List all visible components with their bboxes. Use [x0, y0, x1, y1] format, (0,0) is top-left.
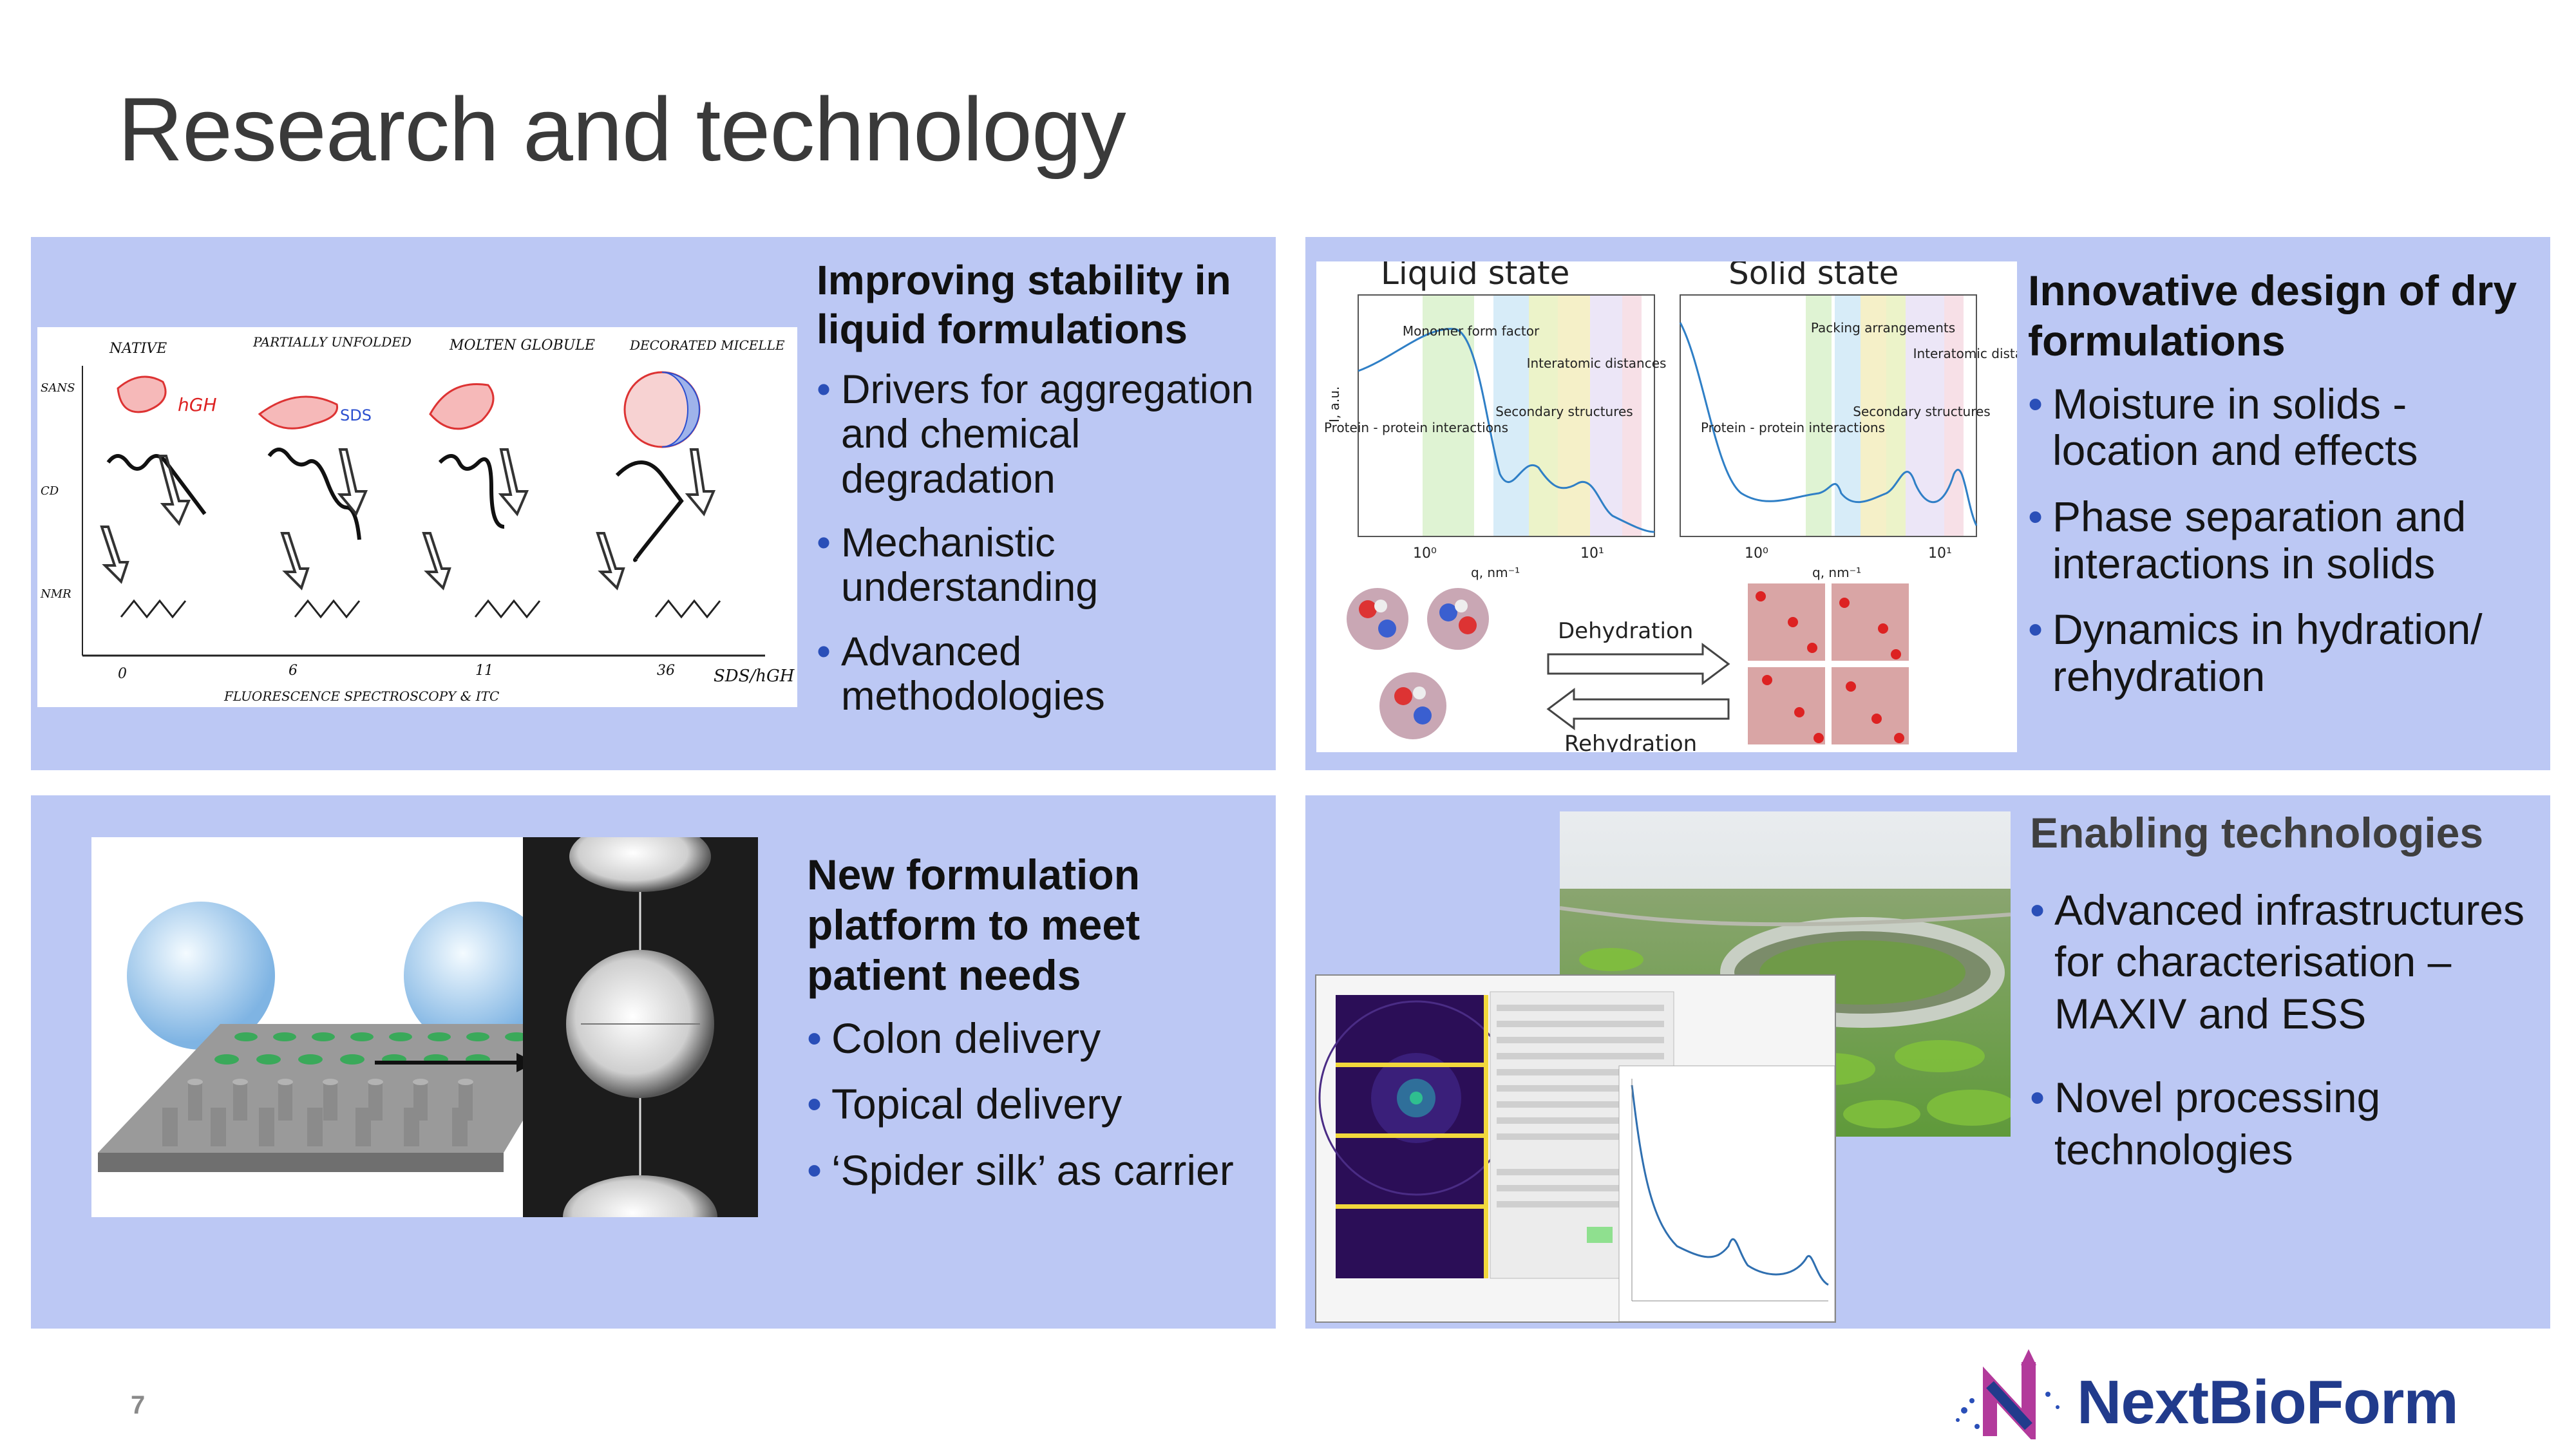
x-axis-label: q, nm⁻¹: [1471, 565, 1520, 580]
plot-title: Solid state: [1728, 261, 1899, 292]
bullet-item: Advanced infrastructures for characteris…: [2030, 884, 2539, 1040]
panel-text: Innovative design of dry formulations Mo…: [2028, 266, 2530, 719]
panel-text: Improving stability in liquid formulatio…: [817, 256, 1267, 738]
row-label: NMR: [40, 587, 71, 601]
panel-enabling-technologies: Enabling technologies Advanced infrastru…: [1305, 795, 2550, 1329]
panel-text: New formulation platform to meet patient…: [807, 850, 1258, 1213]
bullet-list: Colon delivery Topical delivery ‘Spider …: [807, 1015, 1258, 1194]
bullet-list: Moisture in solids - location and effect…: [2028, 380, 2530, 700]
panel-heading: Improving stability in liquid formulatio…: [817, 257, 1231, 352]
scattering-svg: Liquid state Monomer form factor Interat…: [1324, 261, 2017, 752]
annotation: Interatomic distances: [1913, 346, 2017, 361]
tick-label: 36: [657, 663, 675, 679]
tick-label: 10¹: [1928, 545, 1952, 562]
protein-states-sketch: NATIVE PARTIALLY UNFOLDED MOLTEN GLOBULE…: [37, 327, 797, 707]
bullet-item: Advanced methodologies: [817, 629, 1267, 719]
bullet-list: Drivers for aggregation and chemical deg…: [817, 367, 1267, 719]
x-axis-label: FLUORESCENCE SPECTROSCOPY & ITC: [223, 688, 499, 704]
software-svg: [1316, 976, 1835, 1321]
row-label: SANS: [41, 381, 75, 395]
bullet-item: Mechanistic understanding: [817, 520, 1267, 611]
page-title: Research and technology: [118, 79, 1126, 180]
annotation: Secondary structures: [1853, 404, 1990, 419]
col-label: PARTIALLY UNFOLDED: [252, 334, 412, 350]
row-label: CD: [41, 484, 59, 498]
plot-title: Liquid state: [1381, 261, 1569, 292]
bullet-item: Drivers for aggregation and chemical deg…: [817, 367, 1267, 502]
annotation: Protein - protein interactions: [1701, 420, 1885, 435]
annotation: Packing arrangements: [1811, 320, 1955, 336]
panel-text: Enabling technologies Advanced infrastru…: [2030, 808, 2539, 1195]
annotation: Secondary structures: [1495, 404, 1633, 419]
bullet-item: Dynamics in hydration/ rehydration: [2028, 606, 2530, 699]
pillar-svg: [98, 837, 758, 1217]
annotation: Monomer form factor: [1403, 323, 1540, 339]
y-axis-label: I, a.u.: [1327, 386, 1342, 422]
axis-label: SDS/hGH: [714, 667, 795, 686]
arrow-label: Rehydration: [1564, 731, 1697, 752]
logo-text: NextBioForm: [2077, 1368, 2459, 1437]
col-label: NATIVE: [109, 341, 167, 357]
tick-label: 10⁰: [1745, 545, 1768, 562]
pillar-surface-figure: [91, 837, 758, 1217]
annotation: Protein - protein interactions: [1324, 420, 1508, 435]
arrow-label: Dehydration: [1558, 618, 1693, 644]
bullet-item: Novel processing technologies: [2030, 1072, 2539, 1175]
scattering-figure: Liquid state Monomer form factor Interat…: [1316, 261, 2017, 752]
logo-mark-icon: [1956, 1349, 2060, 1439]
detector-software-screenshot: [1315, 974, 1836, 1323]
bullet-list: Advanced infrastructures for characteris…: [2030, 884, 2539, 1176]
col-label: MOLTEN GLOBULE: [449, 337, 595, 354]
tick-label: 11: [475, 663, 493, 679]
annotation: Interatomic distances: [1527, 355, 1667, 371]
panel-heading: New formulation platform to meet patient…: [807, 851, 1141, 999]
nextbioform-logo: NextBioForm: [1951, 1349, 2486, 1439]
tick-label: 10¹: [1580, 545, 1604, 562]
sketch-svg: NATIVE PARTIALLY UNFOLDED MOLTEN GLOBULE…: [40, 334, 795, 704]
tick-label: 6: [289, 663, 298, 679]
tick-label: 10⁰: [1413, 545, 1437, 562]
x-axis-label: q, nm⁻¹: [1812, 565, 1861, 580]
marker-label: SDS: [340, 406, 372, 424]
tick-label: 0: [118, 666, 127, 682]
panel-liquid-formulations: NATIVE PARTIALLY UNFOLDED MOLTEN GLOBULE…: [31, 237, 1276, 770]
marker-label: hGH: [178, 394, 217, 415]
bullet-item: Topical delivery: [807, 1081, 1258, 1128]
page-number: 7: [131, 1391, 146, 1419]
panel-dry-formulations: Liquid state Monomer form factor Interat…: [1305, 237, 2550, 770]
panel-heading: Enabling technologies: [2030, 809, 2484, 857]
bullet-item: Colon delivery: [807, 1015, 1258, 1062]
bullet-item: ‘Spider silk’ as carrier: [807, 1147, 1258, 1194]
panel-heading: Innovative design of dry formulations: [2028, 267, 2517, 365]
col-label: DECORATED MICELLE: [629, 337, 785, 353]
bullet-item: Phase separation and interactions in sol…: [2028, 493, 2530, 587]
panel-new-formulation-platform: New formulation platform to meet patient…: [31, 795, 1276, 1329]
bullet-item: Moisture in solids - location and effect…: [2028, 380, 2530, 474]
